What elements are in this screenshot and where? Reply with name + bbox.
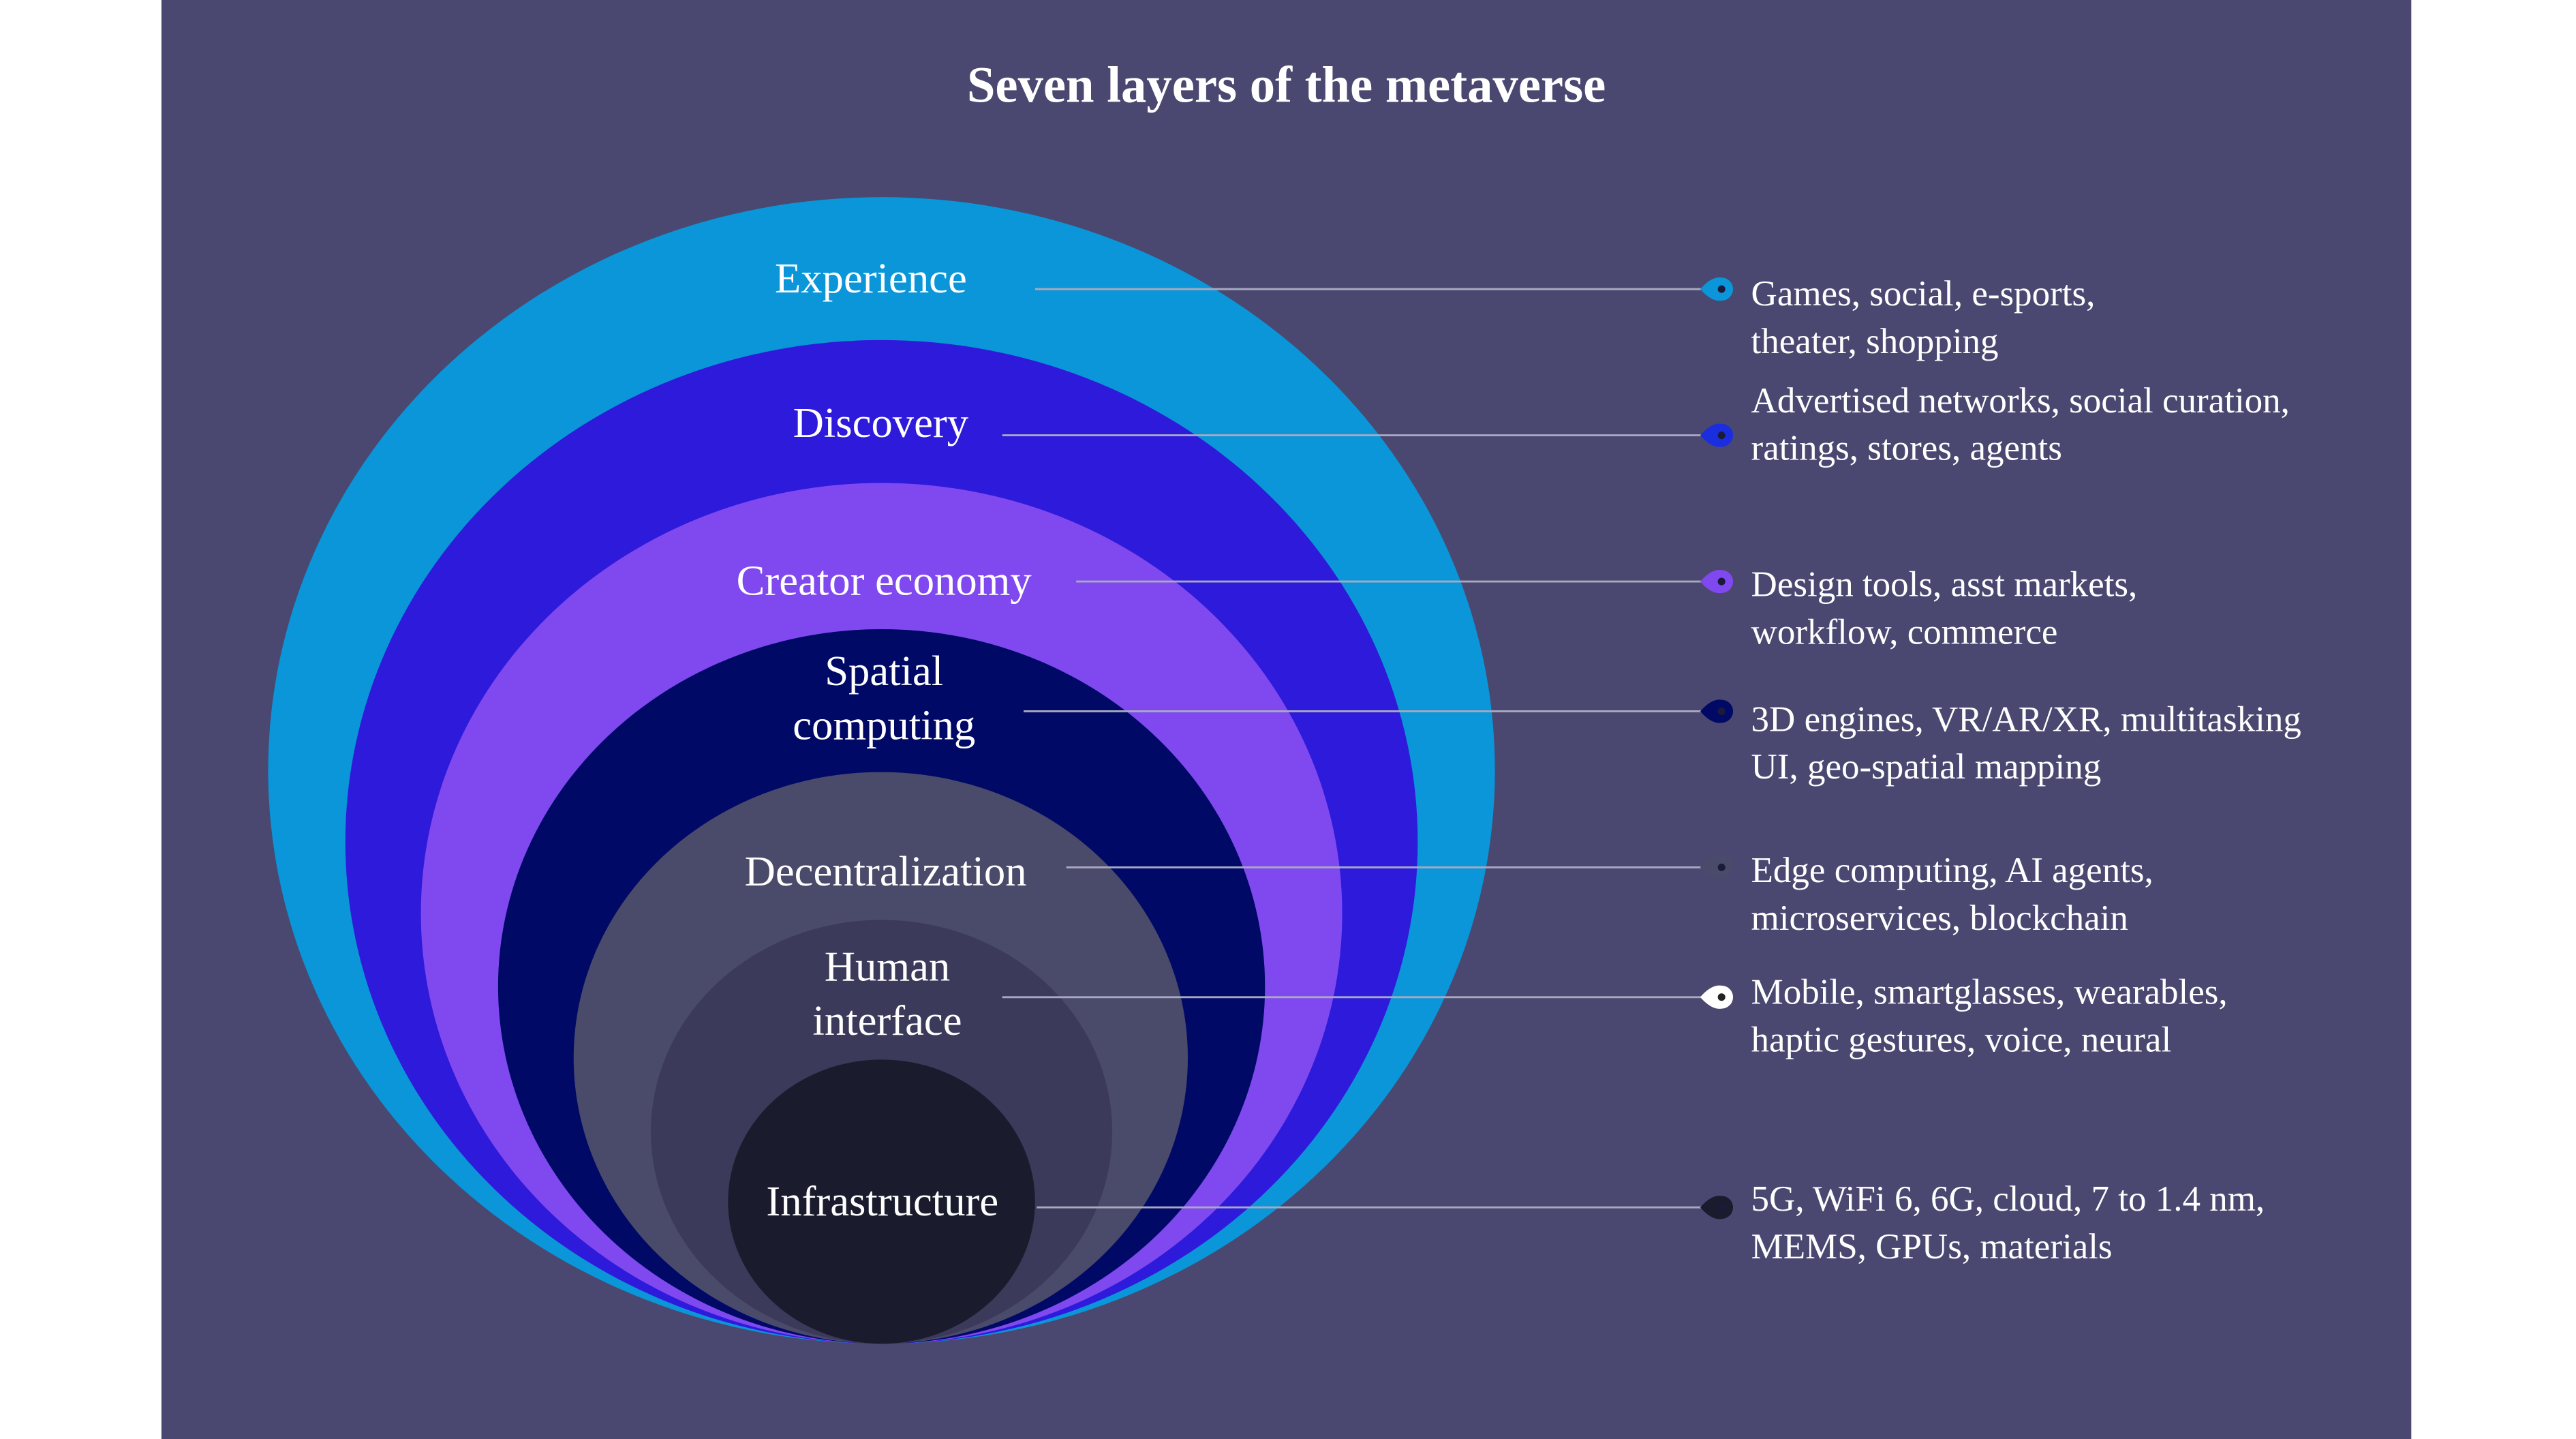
layer-label: Decentralization [745,847,1027,895]
layer-description: 5G, WiFi 6, 6G, cloud, 7 to 1.4 nm, [1751,1179,2265,1219]
diagram-title: Seven layers of the metaverse [967,57,1606,113]
layer-description: MEMS, GPUs, materials [1751,1227,2113,1267]
pin-marker-icon [1700,423,1734,447]
layer-description: Games, social, e-sports, [1751,274,2096,314]
layer-description: microservices, blockchain [1751,898,2128,938]
pin-marker-icon [1700,985,1734,1009]
layer-description: Mobile, smartglasses, wearables, [1751,972,2228,1012]
layer-description: 3D engines, VR/AR/XR, multitasking [1751,699,2301,739]
layer-label: Discovery [793,399,969,446]
layer-label: computing [793,701,975,748]
layer-description: workflow, commerce [1751,613,2058,652]
layer-description: ratings, stores, agents [1751,429,2062,468]
layer-label: Creator economy [737,556,1032,604]
pin-marker-icon [1700,855,1734,879]
pin-marker-icon [1700,1196,1734,1220]
layer-description: Edge computing, AI agents, [1751,851,2153,890]
pin-marker-icon [1700,277,1734,301]
layer-description: haptic gestures, voice, neural [1751,1020,2172,1059]
layer-label: Infrastructure [766,1177,998,1225]
layer-label: Experience [775,254,967,302]
pin-marker-icon [1700,569,1734,594]
layer-label: Spatial [825,647,943,695]
layer-circle-infrastructure [728,1059,1035,1344]
layer-description: theater, shopping [1751,322,1999,361]
layer-description: UI, geo-spatial mapping [1751,747,2102,787]
layer-label: Human [825,943,950,990]
pin-marker-icon [1700,699,1734,723]
layer-label: interface [812,997,962,1044]
layer-description: Design tools, asst markets, [1751,565,2138,605]
layer-description: Advertised networks, social curation, [1751,381,2290,421]
